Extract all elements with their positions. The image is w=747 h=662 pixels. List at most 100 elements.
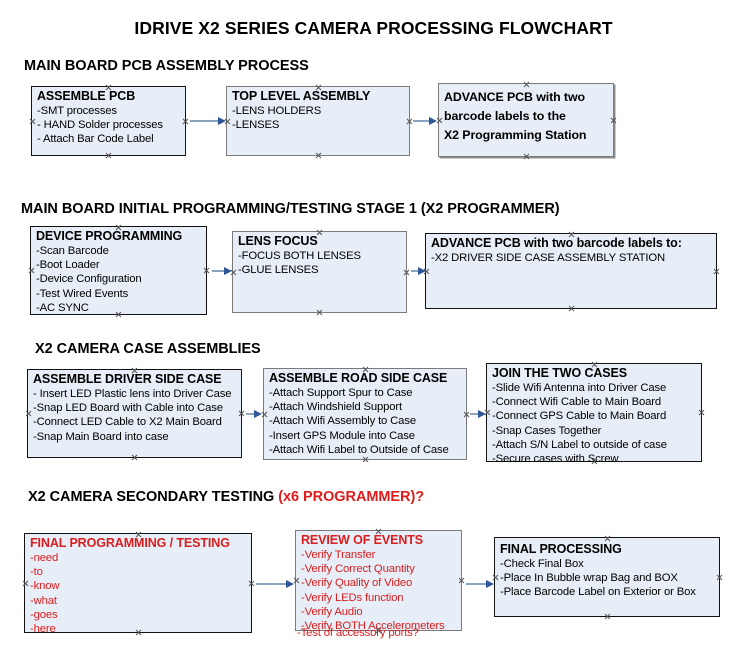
connector-handle-bottom: [523, 153, 530, 160]
node-final-programming-testing-line-4: -what: [30, 594, 57, 607]
node-review-of-events-line-4: -Verify LEDs function: [301, 591, 404, 604]
section-heading-3-text: X2 CAMERA CASE ASSEMBLIES: [35, 341, 261, 357]
section-heading-2: MAIN BOARD INITIAL PROGRAMMING/TESTING S…: [21, 201, 560, 217]
node-lens-focus[interactable]: LENS FOCUS -FOCUS BOTH LENSES -GLUE LENS…: [232, 231, 407, 313]
node-review-of-events-body: REVIEW OF EVENTS -Verify Transfer -Verif…: [296, 531, 461, 633]
arrow-review-to-final-processing: [466, 579, 494, 588]
node-assemble-pcb[interactable]: ASSEMBLE PCB -SMT processes - HAND Solde…: [31, 86, 186, 156]
node-join-the-two-cases-line-1: -Slide Wifi Antenna into Driver Case: [492, 382, 667, 394]
node-assemble-road-side-case-body: ASSEMBLE ROAD SIDE CASE -Attach Support …: [264, 369, 466, 457]
node-assemble-road-side-case-line-4: -Insert GPS Module into Case: [269, 429, 415, 442]
arrow-road-case-to-join-cases: [470, 409, 486, 418]
node-final-programming-testing-line-2: -to: [30, 566, 43, 579]
node-assemble-driver-side-case-line-3: -Connect LED Cable to X2 Main Board: [33, 416, 222, 429]
connector-handle-bottom: [316, 309, 323, 316]
section-heading-3: X2 CAMERA CASE ASSEMBLIES: [35, 341, 261, 357]
node-review-of-events-line-3: -Verify Quality of Video: [301, 577, 413, 590]
connector-handle-bottom: [315, 152, 322, 159]
arrow-final-programming-to-review: [256, 579, 294, 588]
node-final-processing-line-1: -Check Final Box: [500, 558, 584, 570]
node-review-of-events-overflow-line: -Test of accessory ports?: [297, 627, 419, 639]
node-final-processing-line-3: -Place Barcode Label on Exterior or Box: [500, 586, 696, 599]
node-advance-pcb-line-1: ADVANCE PCB with two: [444, 90, 585, 104]
node-advance-pcb-line-2: barcode labels to the: [444, 109, 566, 123]
node-join-the-two-cases-line-2: -Connect Wifi Cable to Main Board: [492, 396, 661, 409]
node-assemble-road-side-case-line-5: -Attach Wifi Label to Outside of Case: [269, 443, 449, 456]
node-assemble-driver-side-case-line-4: -Snap Main Board into case: [33, 430, 169, 443]
node-join-the-two-cases-title: JOIN THE TWO CASES: [492, 366, 628, 380]
node-join-the-two-cases-line-6: -Secure cases with Screw: [492, 453, 619, 466]
page-title: IDRIVE X2 SERIES CAMERA PROCESSING FLOWC…: [134, 18, 613, 38]
node-advance-pcb-driver-side[interactable]: ADVANCE PCB with two barcode labels to: …: [425, 233, 717, 309]
node-advance-pcb-programming-station[interactable]: ADVANCE PCB with two barcode labels to t…: [438, 83, 614, 157]
node-assemble-pcb-line-3: - Attach Bar Code Label: [37, 133, 154, 146]
node-final-programming-testing-line-1: -need: [30, 552, 59, 564]
node-final-processing-body: FINAL PROCESSING -Check Final Box -Place…: [495, 538, 719, 600]
section-heading-1-text: MAIN BOARD PCB ASSEMBLY PROCESS: [24, 58, 309, 74]
node-advance-pcb-programming-station-body: ADVANCE PCB with two barcode labels to t…: [439, 84, 613, 145]
node-final-programming-testing-line-3: -know: [30, 580, 60, 593]
node-final-programming-testing-line-5: -goes: [30, 608, 58, 621]
node-final-processing[interactable]: FINAL PROCESSING -Check Final Box -Place…: [494, 537, 720, 617]
node-join-the-two-cases-line-3: -Connect GPS Cable to Main Board: [492, 410, 667, 423]
node-advance-pcb-driver-side-line-1: -X2 DRIVER SIDE CASE ASSEMBLY STATION: [431, 252, 666, 264]
node-device-programming-line-2: -Boot Loader: [36, 259, 100, 272]
node-assemble-road-side-case-line-3: -Attach Wifi Assembly to Case: [269, 415, 416, 428]
node-final-processing-title: FINAL PROCESSING: [500, 542, 622, 556]
node-review-of-events[interactable]: REVIEW OF EVENTS -Verify Transfer -Verif…: [295, 530, 462, 633]
connector-handle-right: [713, 268, 720, 275]
node-assemble-road-side-case-title: ASSEMBLE ROAD SIDE CASE: [269, 371, 448, 385]
node-device-programming[interactable]: DEVICE PROGRAMMING -Scan Barcode -Boot L…: [30, 226, 207, 315]
arrow-driver-case-to-road-case: [246, 409, 262, 418]
node-top-level-assembly[interactable]: TOP LEVEL ASSEMBLY -LENS HOLDERS -LENSES: [226, 86, 410, 156]
node-lens-focus-body: LENS FOCUS -FOCUS BOTH LENSES -GLUE LENS…: [233, 232, 406, 277]
arrow-top-level-to-advance: [413, 116, 437, 125]
connector-handle-bottom: [105, 152, 112, 159]
connector-handle-bottom: [568, 305, 575, 312]
node-review-of-events-line-5: -Verify Audio: [301, 605, 363, 618]
connector-handle-bottom: [131, 454, 138, 461]
section-heading-4-accent: (x6 PROGRAMMER)?: [278, 489, 425, 505]
node-assemble-driver-side-case-title: ASSEMBLE DRIVER SIDE CASE: [33, 372, 222, 386]
node-device-programming-body: DEVICE PROGRAMMING -Scan Barcode -Boot L…: [31, 227, 206, 315]
node-final-programming-testing-line-6: -here: [30, 623, 56, 636]
node-join-the-two-cases-body: JOIN THE TWO CASES -Slide Wifi Antenna i…: [487, 364, 701, 466]
node-top-level-assembly-title: TOP LEVEL ASSEMBLY: [232, 89, 371, 103]
node-review-of-events-line-2: -Verify Correct Quantity: [301, 563, 415, 576]
node-top-level-assembly-line-2: -LENSES: [232, 119, 280, 132]
arrow-lens-focus-to-advance: [411, 266, 426, 275]
section-heading-4-text: X2 CAMERA SECONDARY TESTING: [28, 489, 279, 505]
arrow-device-to-lens-focus: [212, 266, 232, 275]
node-top-level-assembly-body: TOP LEVEL ASSEMBLY -LENS HOLDERS -LENSES: [227, 87, 409, 132]
node-assemble-road-side-case-line-1: -Attach Support Spur to Case: [269, 387, 413, 399]
node-assemble-driver-side-case[interactable]: ASSEMBLE DRIVER SIDE CASE - Insert LED P…: [27, 369, 242, 458]
node-device-programming-line-3: -Device Configuration: [36, 273, 142, 286]
node-device-programming-line-1: -Scan Barcode: [36, 245, 109, 257]
node-join-the-two-cases-line-5: -Attach S/N Label to outside of case: [492, 438, 667, 451]
node-assemble-driver-side-case-body: ASSEMBLE DRIVER SIDE CASE - Insert LED P…: [28, 370, 241, 444]
node-assemble-pcb-body: ASSEMBLE PCB -SMT processes - HAND Solde…: [32, 87, 185, 147]
node-lens-focus-title: LENS FOCUS: [238, 234, 318, 248]
node-assemble-road-side-case[interactable]: ASSEMBLE ROAD SIDE CASE -Attach Support …: [263, 368, 467, 460]
node-assemble-road-side-case-line-2: -Attach Windshield Support: [269, 401, 402, 414]
node-review-of-events-line-6: -Verify BOTH Accelerometers: [301, 620, 445, 633]
node-device-programming-line-5: -AC SYNC: [36, 301, 89, 314]
arrow-pcb-to-top-level: [190, 116, 226, 125]
node-advance-pcb-driver-side-body: ADVANCE PCB with two barcode labels to: …: [426, 234, 716, 265]
node-lens-focus-line-1: -FOCUS BOTH LENSES: [238, 250, 361, 262]
node-advance-pcb-line-3: X2 Programming Station: [444, 128, 587, 142]
node-assemble-driver-side-case-line-1: - Insert LED Plastic lens into Driver Ca…: [33, 388, 232, 400]
node-join-the-two-cases[interactable]: JOIN THE TWO CASES -Slide Wifi Antenna i…: [486, 363, 702, 465]
node-advance-pcb-driver-side-title: ADVANCE PCB with two barcode labels to:: [431, 236, 682, 250]
node-review-of-events-title: REVIEW OF EVENTS: [301, 533, 424, 547]
node-final-programming-testing-body: FINAL PROGRAMMING / TESTING -need -to -k…: [25, 534, 251, 636]
node-final-processing-line-2: -Place In Bubble wrap Bag and BOX: [500, 572, 678, 585]
node-device-programming-line-4: -Test Wired Events: [36, 287, 129, 300]
node-top-level-assembly-line-1: -LENS HOLDERS: [232, 105, 322, 117]
connector-handle-bottom: [604, 613, 611, 620]
node-final-programming-testing[interactable]: FINAL PROGRAMMING / TESTING -need -to -k…: [24, 533, 252, 636]
node-assemble-pcb-line-1: -SMT processes: [37, 105, 117, 117]
node-join-the-two-cases-line-4: -Snap Cases Together: [492, 424, 602, 437]
node-assemble-pcb-line-2: - HAND Solder processes: [37, 119, 163, 132]
